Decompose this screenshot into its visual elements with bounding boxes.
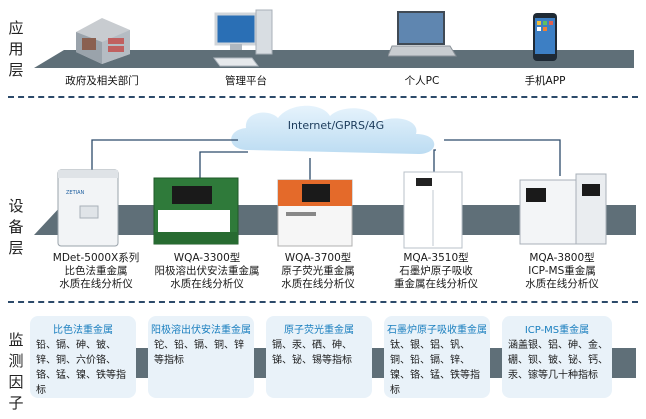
device-label-mqa-3510: MQA-3510型 石墨炉原子吸收 重金属在线分析仪 <box>394 252 478 290</box>
device-label-mqa-3800: MQA-3800型 ICP-MS重金属 水质在线分析仪 <box>525 252 599 290</box>
factor-card-title: 石墨炉原子吸收重金属 <box>387 325 487 336</box>
factor-card-icp-ms: ICP-MS重金属 涵盖银、铝、砷、金、硼、钡、铍、铋、钙、汞、镓等几十种指标 <box>502 316 612 398</box>
layer-label-monitoring: 监测因子 <box>8 331 24 412</box>
device-mdet-5000x: ZETIAN <box>56 166 124 252</box>
factor-card-body: 钛、银、铝、钒、铜、铅、镉、锌、镍、铬、锰、铁等指标 <box>390 340 480 396</box>
factor-card-title: 原子荧光重金属 <box>284 325 354 336</box>
device-label-wqa-3300: WQA-3300型 阳极溶出伏安法重金属 水质在线分析仪 <box>154 252 260 290</box>
factor-card-body: 铊、铅、镉、铜、锌等指标 <box>154 340 244 366</box>
smartphone-icon <box>532 12 558 66</box>
factor-card-body: 镉、汞、硒、砷、锑、铋、锡等指标 <box>272 340 352 366</box>
network-cloud-label: Internet/GPRS/4G <box>287 119 385 132</box>
factor-card-title: 比色法重金属 <box>53 325 113 336</box>
device-mqa-3800 <box>518 172 610 252</box>
government-building-icon <box>72 10 134 70</box>
factor-card-voltammetry: 阳极溶出伏安法重金属 铊、铅、镉、铜、锌等指标 <box>148 316 254 398</box>
divider-application-device <box>8 96 638 98</box>
app-label-pc: 个人PC <box>404 75 440 87</box>
laptop-icon <box>387 10 458 64</box>
app-label-mobile: 手机APP <box>524 75 566 87</box>
factor-card-colorimetric: 比色法重金属 铅、镉、砷、铍、锌、铜、六价铬、铬、锰、镍、铁等指标 <box>30 316 136 398</box>
device-label-mdet-5000x: MDet-5000X系列 比色法重金属 水质在线分析仪 <box>52 252 140 290</box>
factor-card-body: 铅、镉、砷、铍、锌、铜、六价铬、铬、锰、镍、铁等指标 <box>36 340 126 396</box>
svg-text:ZETIAN: ZETIAN <box>66 190 85 196</box>
factor-card-body: 涵盖银、铝、砷、金、硼、钡、铍、铋、钙、汞、镓等几十种指标 <box>508 340 608 381</box>
device-wqa-3700 <box>276 178 356 254</box>
network-cloud <box>218 100 454 164</box>
factor-card-graphite-furnace: 石墨炉原子吸收重金属 钛、银、铝、钒、铜、铅、镉、锌、镍、铬、锰、铁等指标 <box>384 316 490 398</box>
application-platform-band <box>34 50 634 68</box>
device-mqa-3510 <box>402 170 466 254</box>
divider-device-monitoring <box>8 301 638 303</box>
app-label-platform: 管理平台 <box>225 75 267 87</box>
factor-card-title: 阳极溶出伏安法重金属 <box>151 325 251 336</box>
factor-card-atomic-fluorescence: 原子荧光重金属 镉、汞、硒、砷、锑、铋、锡等指标 <box>266 316 372 398</box>
layer-label-application: 应用层 <box>8 19 24 79</box>
device-wqa-3300 <box>152 176 244 252</box>
device-label-wqa-3700: WQA-3700型 原子荧光重金属 水质在线分析仪 <box>281 252 355 290</box>
factor-card-title: ICP-MS重金属 <box>524 325 590 336</box>
app-label-government: 政府及相关部门 <box>65 75 139 87</box>
layer-label-device: 设备层 <box>8 197 24 257</box>
desktop-computer-icon <box>212 8 276 72</box>
